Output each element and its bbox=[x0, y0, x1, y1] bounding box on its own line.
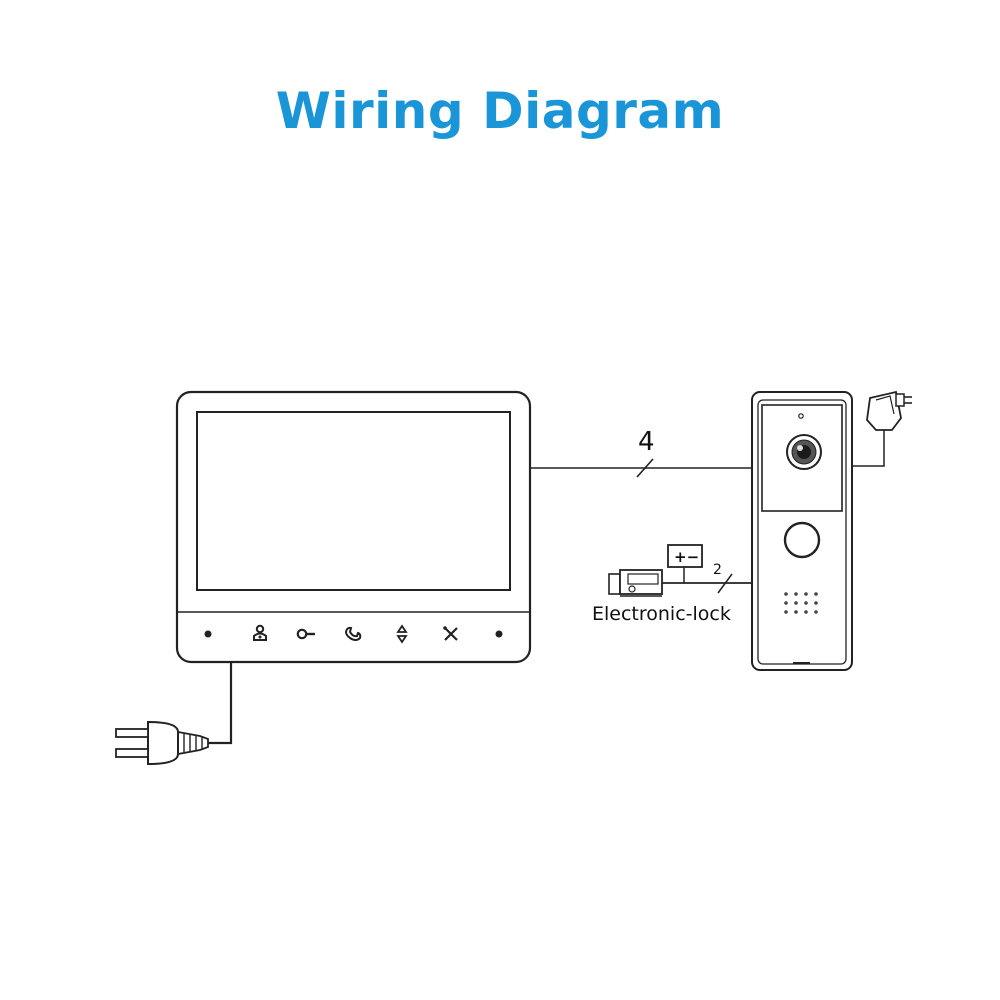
tools-icon[interactable] bbox=[443, 626, 458, 641]
monitor-screen bbox=[196, 411, 511, 591]
wire-count-tick bbox=[636, 458, 654, 478]
monitor-button-bar bbox=[204, 624, 503, 644]
camera-panel bbox=[761, 404, 843, 512]
lock-wire-count-tick bbox=[717, 573, 733, 594]
power-cord bbox=[208, 663, 233, 745]
adapter-cable bbox=[853, 430, 885, 467]
doorbell-unit bbox=[751, 391, 853, 671]
battery-symbol-label: +− bbox=[674, 548, 699, 566]
electronic-lock-icon bbox=[608, 569, 663, 597]
power-plug bbox=[115, 663, 233, 766]
diagram-title: Wiring Diagram bbox=[275, 82, 725, 140]
person-icon[interactable] bbox=[253, 624, 267, 641]
key-icon[interactable] bbox=[296, 628, 315, 640]
up-down-arrows-icon[interactable] bbox=[396, 624, 408, 644]
monitor-body bbox=[175, 390, 532, 664]
call-button bbox=[783, 521, 821, 559]
lock-wire-count-label: 2 bbox=[713, 562, 722, 578]
indoor-monitor bbox=[175, 390, 532, 664]
dot-icon bbox=[495, 630, 503, 638]
power-adapter bbox=[853, 390, 912, 467]
speaker-grille bbox=[784, 592, 818, 614]
dot-icon bbox=[204, 630, 212, 638]
lock-circuit bbox=[608, 544, 752, 597]
microphone-icon bbox=[798, 413, 804, 419]
main-cable bbox=[531, 458, 752, 478]
electronic-lock-label: Electronic-lock bbox=[592, 603, 731, 625]
battery-box bbox=[667, 544, 703, 568]
phone-handset-icon[interactable] bbox=[344, 626, 362, 641]
main-wire-count-label: 4 bbox=[638, 427, 655, 457]
